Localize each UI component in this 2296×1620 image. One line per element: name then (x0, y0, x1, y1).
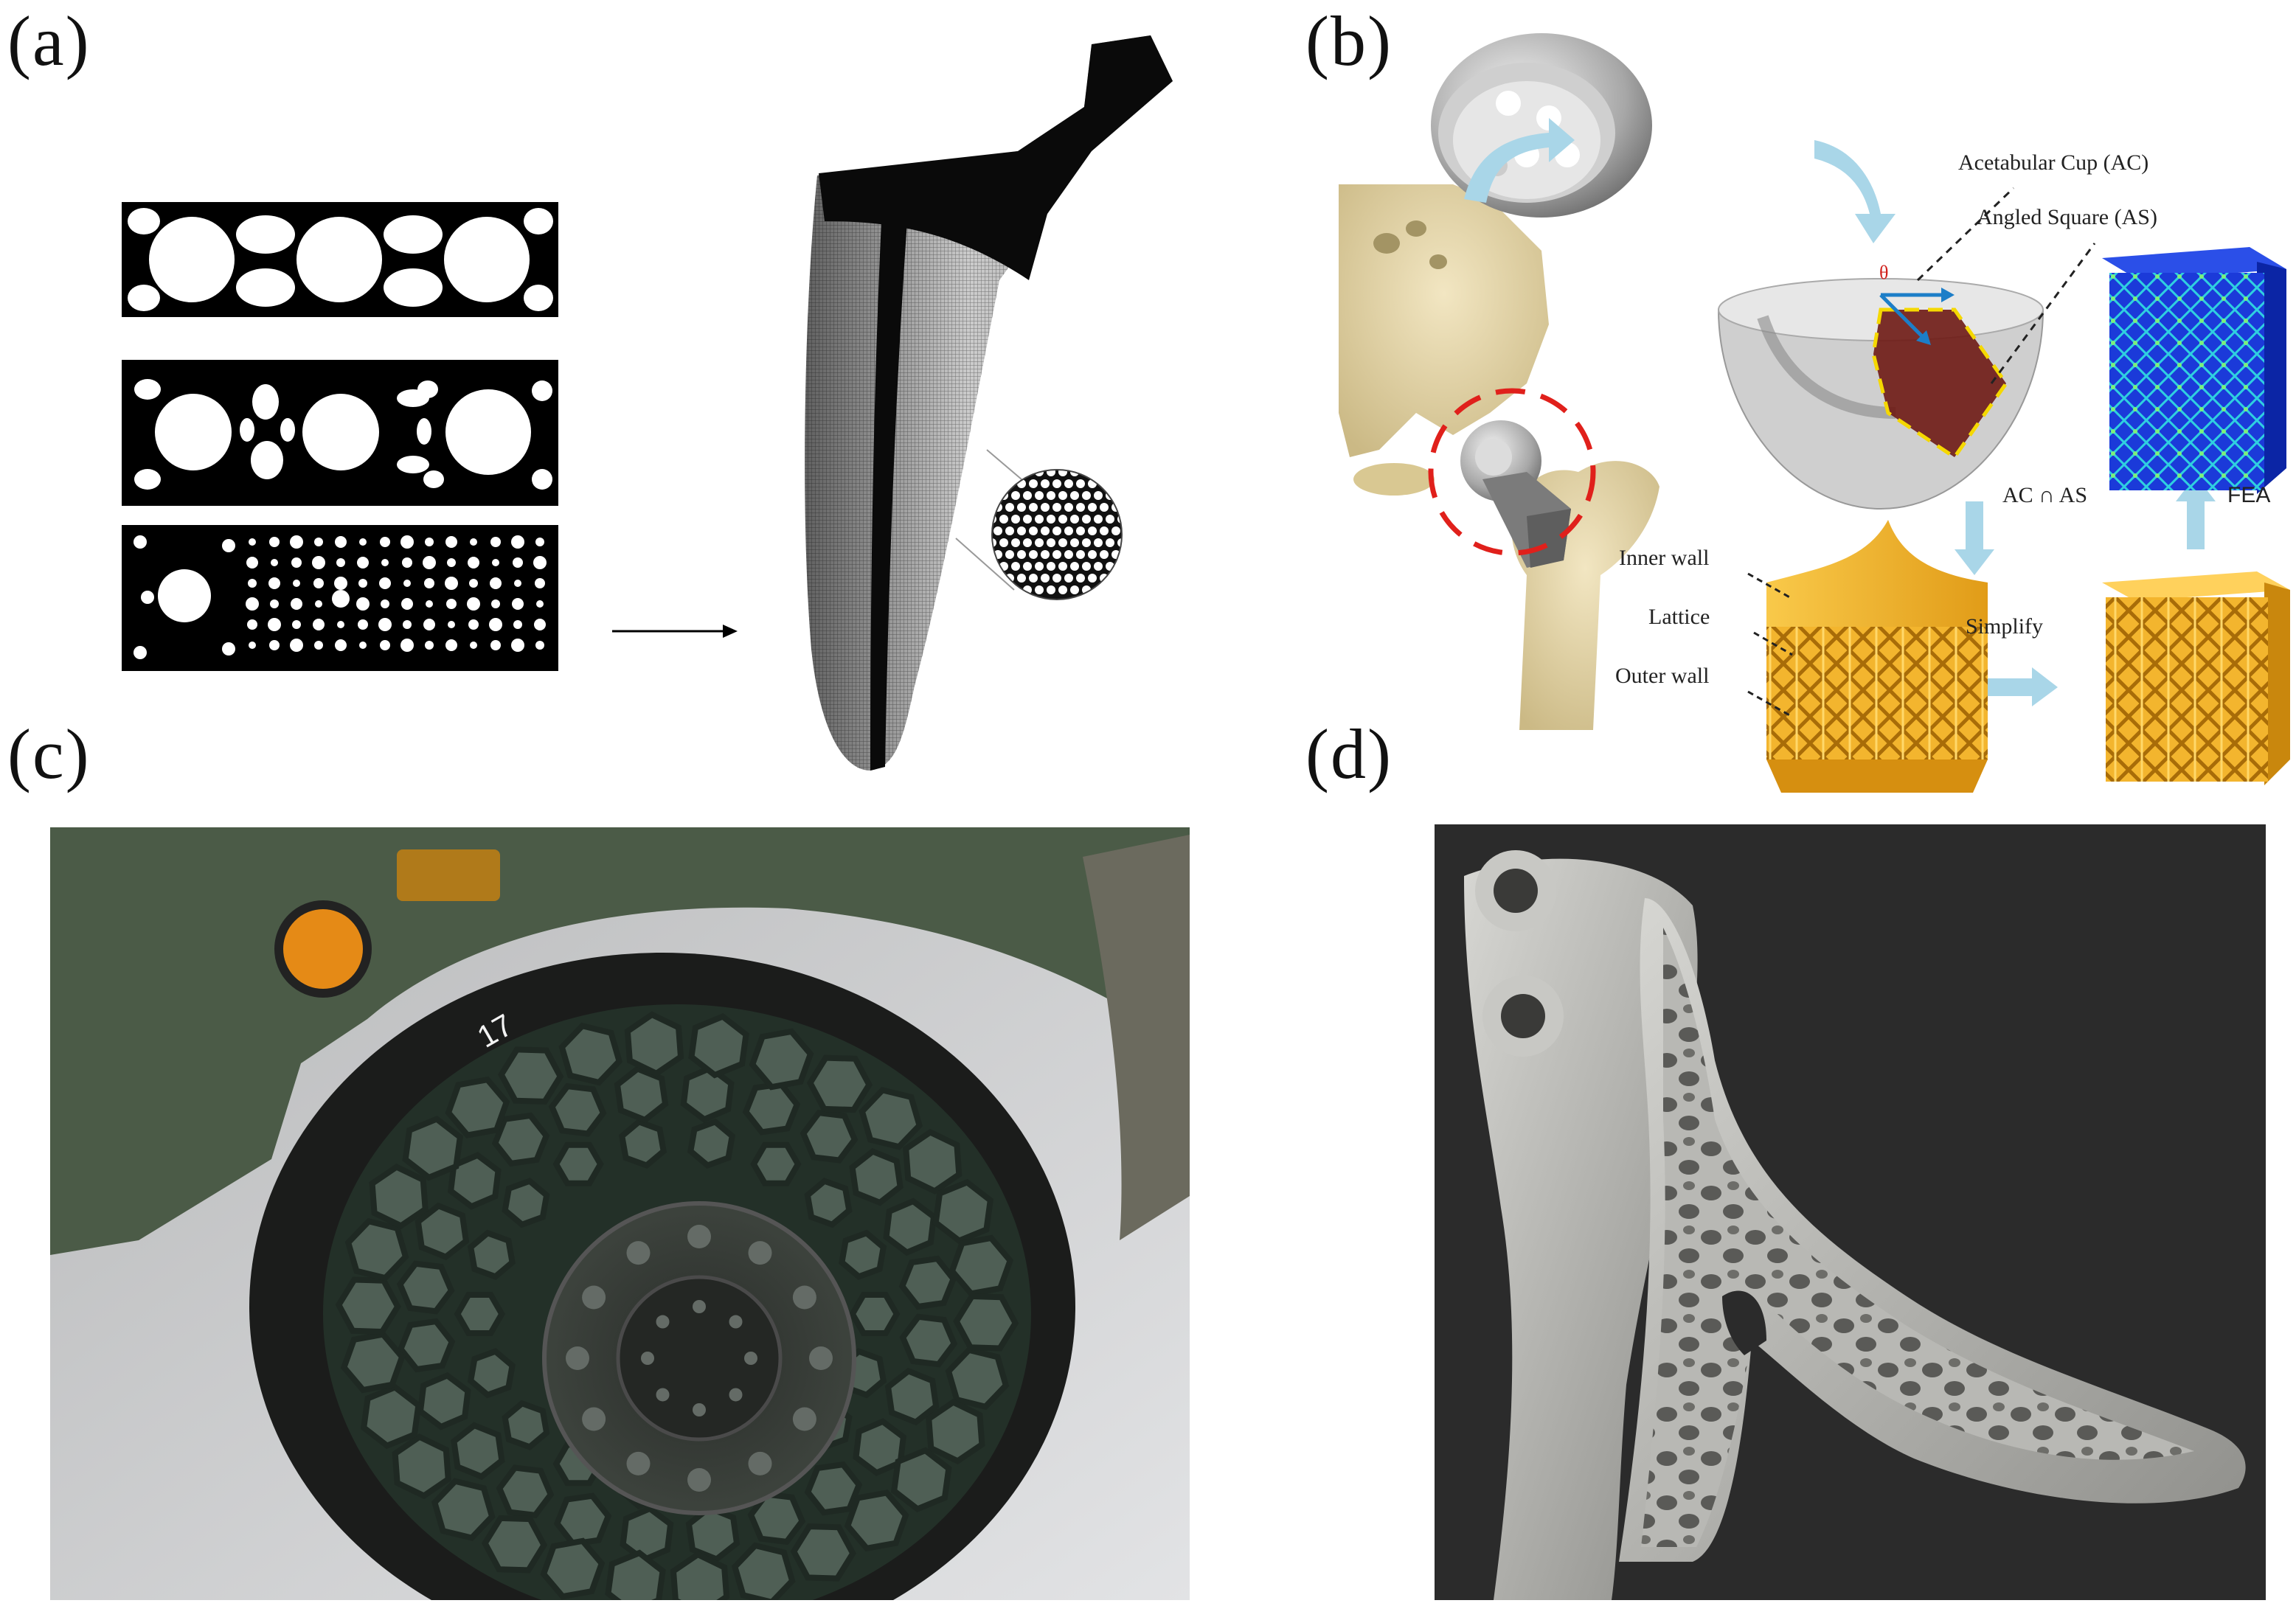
porous-strip-2 (122, 360, 558, 506)
label-acetabular-cup: Acetabular Cup (AC) (1958, 150, 2149, 175)
fea-lattice-block (2102, 247, 2286, 494)
airless-tire-drawing: 17 (50, 827, 1190, 1600)
label-intersection: AC ∩ AS (2002, 483, 2088, 507)
hip-stem-mesh (805, 35, 1173, 771)
airless-tire-photo: 17 (50, 827, 1190, 1600)
porous-strip-3 (122, 525, 558, 671)
porous-strip-1 (122, 193, 558, 326)
pelvis-femur-illustration (1339, 184, 1659, 730)
arrow-right (612, 625, 738, 638)
panel-label-b: (b) (1305, 1, 1392, 80)
label-simplify: Simplify (1966, 614, 2044, 639)
lattice-implant-render (1435, 824, 2266, 1600)
ac-as-intersection-diagram (1717, 187, 2096, 510)
lattice-implant-drawing (1435, 824, 2266, 1600)
acetabular-cup-shell (1431, 33, 1652, 218)
panel-label-a: (a) (7, 1, 91, 80)
label-inner-wall: Inner wall (1619, 546, 1710, 570)
simplified-lattice-block (2102, 571, 2290, 785)
label-angled-square: Angled Square (AS) (1977, 205, 2157, 229)
panel-b-figure (1339, 33, 2290, 793)
lattice-unit-with-walls (1766, 520, 1988, 793)
label-outer-wall: Outer wall (1615, 664, 1710, 688)
panel-label-d: (d) (1305, 715, 1392, 793)
panel-a-figure (122, 35, 1173, 771)
label-theta: θ (1879, 262, 1889, 283)
wall-pointer-arrows (1747, 572, 1793, 718)
label-fea: FEA (2227, 483, 2271, 507)
panel-label-c: (c) (7, 715, 91, 793)
label-lattice: Lattice (1648, 605, 1710, 629)
